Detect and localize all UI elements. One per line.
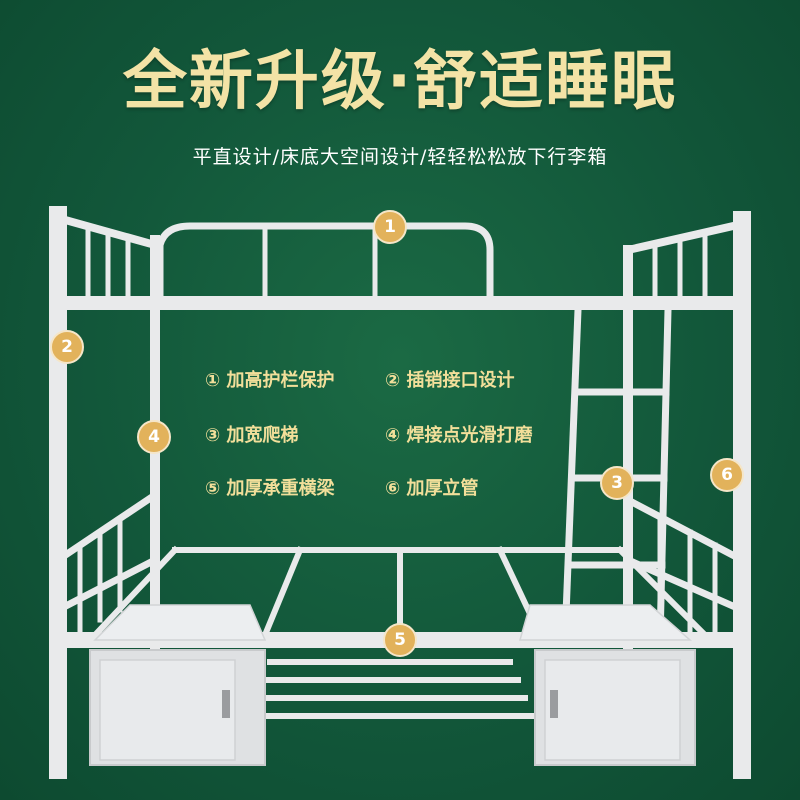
banner-subtitle: 平直设计/床底大空间设计/轻轻松松放下行李箱 <box>192 146 608 168</box>
feature-item-3: ③ 加宽爬梯 <box>205 425 299 446</box>
feature-item-5: ⑤ 加厚承重横梁 <box>205 478 335 499</box>
feature-item-6: ⑥ 加厚立管 <box>385 478 479 499</box>
feature-item-1: ① 加高护栏保护 <box>205 370 335 391</box>
callout-badge-1: 1 <box>373 210 407 244</box>
callout-badge-3: 3 <box>600 466 634 500</box>
banner-title: 全新升级·舒适睡眠 <box>122 45 678 119</box>
feature-item-2: ② 插销接口设计 <box>385 370 515 391</box>
callout-badge-6: 6 <box>710 458 744 492</box>
callout-badge-4: 4 <box>137 420 171 454</box>
feature-item-4: ④ 焊接点光滑打磨 <box>385 425 533 446</box>
callout-badge-2: 2 <box>50 330 84 364</box>
callout-badge-5: 5 <box>383 623 417 657</box>
